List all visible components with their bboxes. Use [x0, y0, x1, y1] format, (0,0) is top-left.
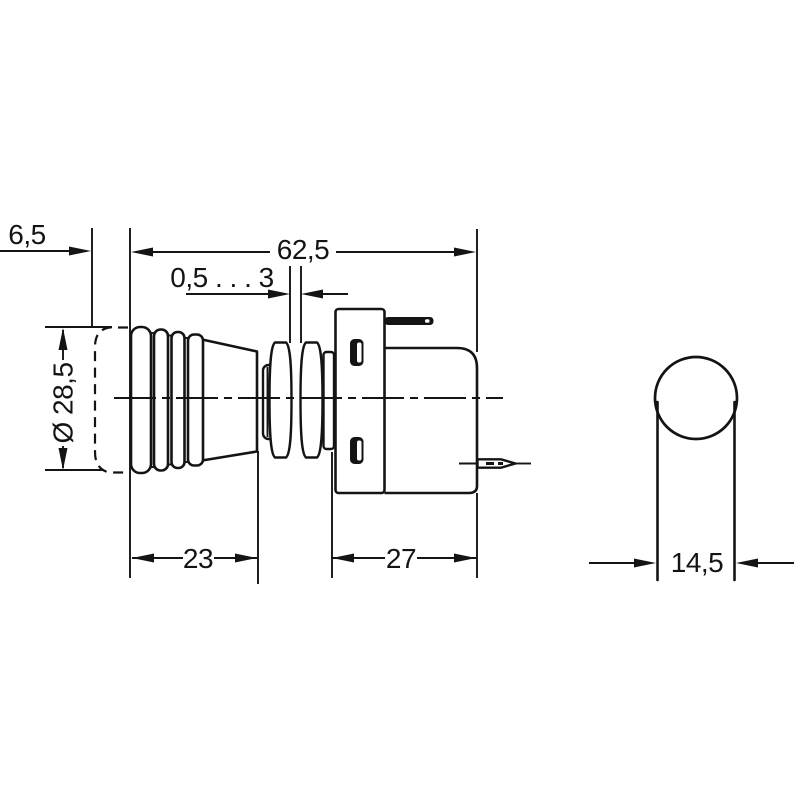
dimension-lines	[0, 246, 794, 568]
knob-rib-1	[129, 325, 153, 475]
arrowhead-right	[454, 553, 476, 563]
dim-label-knob-length: 23	[183, 543, 213, 574]
arrowhead-left	[736, 558, 758, 568]
arrowhead-left	[132, 553, 154, 563]
knob-rib-4	[186, 333, 205, 467]
rear-washer	[299, 341, 324, 459]
push-button-knob	[129, 325, 259, 475]
arrowhead-up	[58, 328, 68, 350]
arrowhead-right	[454, 247, 476, 257]
arrowhead-down	[58, 448, 68, 470]
dim-label-hole-width: 14,5	[671, 547, 724, 578]
mounting-hardware	[261, 341, 336, 459]
dim-label-button-travel: 6,5	[8, 219, 45, 250]
arrowhead-right	[69, 246, 91, 256]
knob-cone	[200, 338, 259, 462]
housing-front-plate	[334, 307, 386, 495]
switch-housing	[334, 307, 531, 495]
housing-body	[384, 346, 479, 495]
blade-terminal-top-hole	[425, 319, 430, 323]
blade-terminal-top	[384, 317, 434, 325]
knob-rib-2	[152, 328, 170, 472]
dim-label-body-depth: 27	[386, 543, 416, 574]
blade-terminal-side	[476, 458, 517, 469]
vent-slot-bottom-highlight	[357, 440, 362, 461]
arrowhead-left	[301, 289, 323, 299]
phantom-knob-outline	[93, 326, 128, 474]
knob-rib-3	[170, 330, 186, 470]
arrowhead-left	[332, 553, 354, 563]
front-washer	[268, 341, 293, 459]
arrowhead-right	[268, 289, 290, 299]
dim-label-overall-length: 62,5	[277, 234, 330, 265]
mounting-hole-view	[653, 355, 739, 582]
vent-slot-top-highlight	[357, 342, 362, 363]
arrowhead-right	[235, 553, 257, 563]
dimension-labels: 6,5 62,5 0,5 . . . 3 Ø 28,5 23 27 14,5	[8, 219, 723, 578]
mounting-hole-circle	[653, 355, 739, 441]
dim-label-panel-thickness: 0,5 . . . 3	[170, 262, 273, 293]
dim-label-knob-diameter: Ø 28,5	[48, 362, 79, 443]
extension-lines	[45, 228, 478, 584]
arrowhead-right	[634, 558, 656, 568]
arrowhead-left	[131, 247, 153, 257]
mounting-boss	[322, 350, 336, 451]
